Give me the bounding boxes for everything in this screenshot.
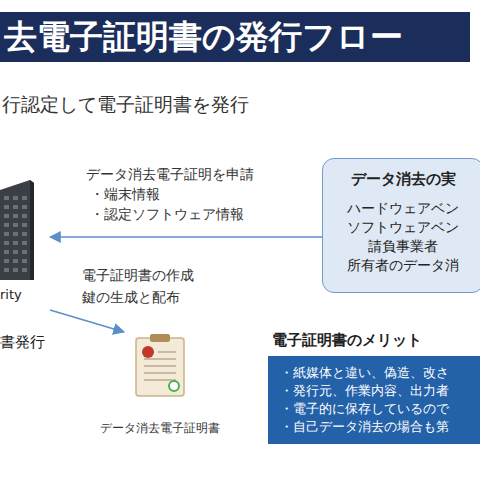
- certificate-node: データ消去電子証明書: [90, 332, 230, 436]
- node-text: データ消去電子証明書: [90, 420, 230, 436]
- bullet-text: ・自己データ消去の場合も第: [280, 418, 470, 436]
- note-text: ・認定ソフトウェア情報: [88, 205, 246, 223]
- subtitle: 行認定して電子証明書を発行: [0, 92, 251, 117]
- flow-arrow: [50, 310, 124, 332]
- node-text: ハードウェアベン: [327, 199, 479, 218]
- merit-panel: ・紙媒体と違い、偽造、改さ・発行元、作業内容、出力者・電子的に保存しているので・…: [268, 356, 480, 444]
- edge-label: 電子証明書の作成: [80, 266, 196, 284]
- node-text: 請負事業者: [327, 237, 479, 256]
- bullet-text: ・電子的に保存しているので: [280, 400, 470, 418]
- node-text: 書発行: [0, 332, 50, 352]
- node-text: ソフトウェアベン: [327, 218, 479, 237]
- title-text: 去電子証明書の発行フロー: [4, 18, 403, 56]
- flow-arrow: [50, 236, 322, 238]
- node-text: rity: [0, 286, 50, 304]
- node-text: データ消去の実: [327, 169, 479, 189]
- note-text: ・端末情報: [88, 185, 162, 203]
- certificate-icon: [130, 332, 190, 398]
- node-text: 所有者のデータ消: [327, 256, 479, 275]
- authority-node: rity 書発行: [0, 180, 50, 352]
- title-bar: 去電子証明書の発行フロー: [0, 12, 470, 62]
- building-icon: [0, 180, 34, 280]
- info-box: データ消去の実ハードウェアベンソフトウェアベン請負事業者所有者のデータ消: [322, 158, 480, 293]
- node-text: 電子証明書のメリット: [272, 330, 480, 350]
- edge-label: データ消去電子証明を申請: [84, 165, 256, 183]
- bullet-text: ・紙媒体と違い、偽造、改さ: [280, 364, 470, 382]
- note-text: 鍵の生成と配布: [80, 288, 182, 306]
- bullet-text: ・発行元、作業内容、出力者: [280, 382, 470, 400]
- info-box: 電子証明書のメリット・紙媒体と違い、偽造、改さ・発行元、作業内容、出力者・電子的…: [268, 330, 480, 444]
